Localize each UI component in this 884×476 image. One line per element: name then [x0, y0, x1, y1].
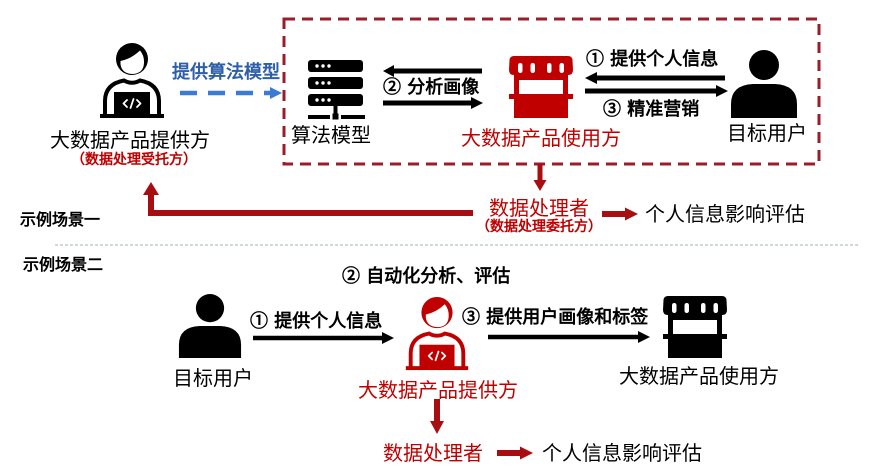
provider-label: 大数据产品提供方	[50, 128, 210, 152]
scenario-1-label: 示例场景一	[20, 210, 101, 229]
processor-to-assessment-arrow-2	[497, 446, 533, 460]
target-user-label: 目标用户	[173, 366, 253, 390]
arrow-head	[430, 421, 444, 434]
arrow-head	[520, 446, 533, 460]
processor-to-assessment-arrow-1	[602, 207, 638, 221]
provide-info-arrow	[585, 72, 725, 84]
arrow-shaft	[148, 194, 473, 216]
store-icon	[509, 56, 573, 118]
step2-analysis-label: ② 分析画像	[383, 77, 480, 98]
user-side-label: 大数据产品使用方	[619, 364, 779, 388]
provider-sublabel: （数据处理受托方）	[71, 152, 197, 168]
user-side-label: 大数据产品使用方	[461, 126, 621, 150]
user-icon	[178, 294, 242, 358]
analysis-request-arrow	[383, 65, 482, 77]
step1-provide-info-label: ① 提供个人信息	[586, 49, 719, 70]
step3-profile-tags-label: ③ 提供用户画像和标签	[462, 307, 649, 328]
arrow-head	[585, 72, 597, 84]
algorithm-model-label: 算法模型	[291, 123, 371, 147]
impact-assessment-label: 个人信息影响评估	[542, 441, 702, 465]
step2-auto-analysis-label: ② 自动化分析、评估	[342, 266, 511, 287]
processor-label: 数据处理者	[489, 196, 589, 220]
arrow-head	[471, 97, 483, 109]
user-icon	[731, 50, 797, 118]
developer-icon	[98, 42, 166, 120]
server-icon	[308, 60, 365, 120]
arrow-head	[638, 331, 650, 343]
arrow-head	[625, 207, 638, 221]
processor-sublabel: （数据处理委托方）	[476, 219, 602, 235]
data-controller-boundary-box	[282, 17, 821, 166]
scenario-2-label: 示例场景二	[23, 255, 104, 274]
arrow-head	[383, 65, 394, 77]
analysis-result-arrow	[383, 97, 483, 109]
provider-label: 大数据产品提供方	[358, 378, 518, 402]
step1-provide-info-label: ① 提供个人信息	[250, 311, 383, 332]
store-icon	[663, 296, 727, 358]
precision-marketing-arrow	[585, 85, 728, 97]
impact-assessment-label: 个人信息影响评估	[645, 202, 805, 226]
user-to-provider-arrow	[253, 332, 394, 344]
arrow-head	[382, 332, 394, 344]
provider-to-user-side-arrow	[488, 331, 650, 343]
provide-model-label: 提供算法模型	[172, 62, 280, 83]
target-user-label: 目标用户	[727, 121, 807, 145]
arrow-head	[716, 85, 728, 97]
arrow-head	[143, 182, 159, 195]
developer-icon	[403, 296, 471, 372]
provider-to-processor-arrow	[430, 399, 444, 434]
arrow-head	[533, 180, 547, 191]
step3-marketing-label: ③ 精准营销	[603, 99, 700, 120]
arrow-head	[270, 87, 282, 99]
processor-label: 数据处理者	[383, 441, 483, 465]
processor-to-provider-arrow	[143, 182, 473, 216]
provide-model-arrow	[180, 87, 282, 99]
box-to-processor-arrow	[533, 164, 547, 191]
